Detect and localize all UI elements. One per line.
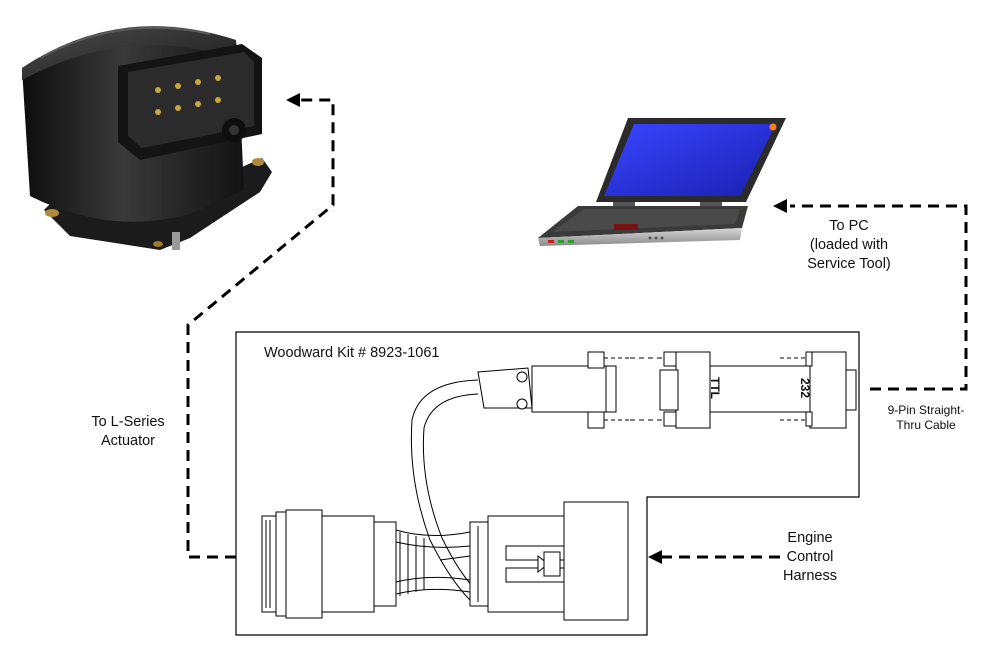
cable-line1: 9-Pin Straight-	[887, 403, 965, 417]
to-pc-label: To PC (loaded with Service Tool)	[790, 217, 908, 274]
kit-outline	[235, 331, 860, 636]
ttl-rs232-converter	[630, 351, 857, 429]
to-actuator-label: To L-Series Actuator	[70, 413, 186, 451]
arrow-to-kit	[648, 550, 662, 564]
to-actuator-line2: Actuator	[101, 433, 155, 449]
harness-label: Engine Control Harness	[762, 529, 858, 586]
dashed-connection-lines	[186, 98, 968, 559]
arrowheads	[286, 93, 787, 564]
cable-line2: Thru Cable	[896, 418, 956, 432]
harness-line1: Engine	[787, 530, 833, 546]
laptop-pc-icon	[538, 118, 786, 246]
arrow-to-actuator	[286, 93, 300, 107]
cable-label: 9-Pin Straight- Thru Cable	[874, 403, 978, 433]
harness-cable	[410, 379, 479, 601]
harness-line2: Control	[786, 549, 834, 565]
harness-line3: Harness	[783, 568, 837, 584]
converter-232-label: 232	[798, 377, 812, 399]
to-actuator-line1: To L-Series	[91, 414, 165, 430]
actuator-mating-connector	[261, 509, 471, 619]
to-pc-line3: Service Tool)	[807, 256, 891, 272]
engine-harness-connector	[469, 501, 629, 621]
to-pc-line1: To PC	[829, 218, 869, 234]
db9-connector	[477, 351, 630, 429]
to-pc-line2: (loaded with	[809, 237, 889, 253]
actuator-photo	[22, 26, 272, 250]
kit-label: Woodward Kit # 8923-1061	[264, 345, 440, 361]
converter-ttl-label: TTL	[708, 377, 722, 399]
arrow-to-pc	[773, 199, 787, 213]
